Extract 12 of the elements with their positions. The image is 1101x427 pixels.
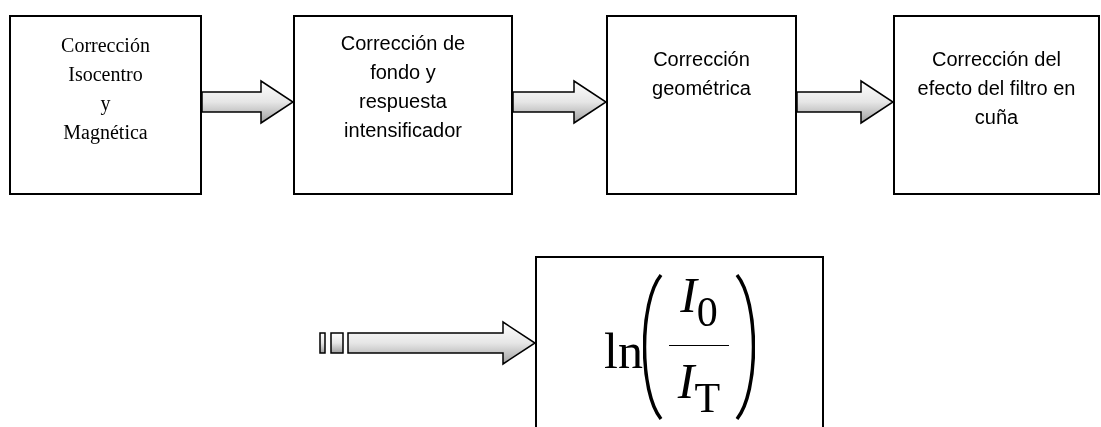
box-label: Corrección Isocentro y Magnética	[61, 33, 150, 146]
process-box	[893, 15, 1100, 195]
box-label: Corrección geométrica	[651, 47, 752, 101]
box-label: Corrección de fondo y respuesta intensificador	[339, 31, 467, 143]
denominator: I$_{T}$	[677, 354, 721, 423]
formula-box	[535, 256, 824, 427]
process-box	[293, 15, 513, 195]
box-label: Corrección del efecto del filtro en cuña	[916, 47, 1077, 130]
process-box	[9, 15, 202, 195]
formula-text: ln	[604, 322, 643, 379]
numerator: I$_{0}$	[680, 268, 718, 337]
process-box	[606, 15, 797, 195]
